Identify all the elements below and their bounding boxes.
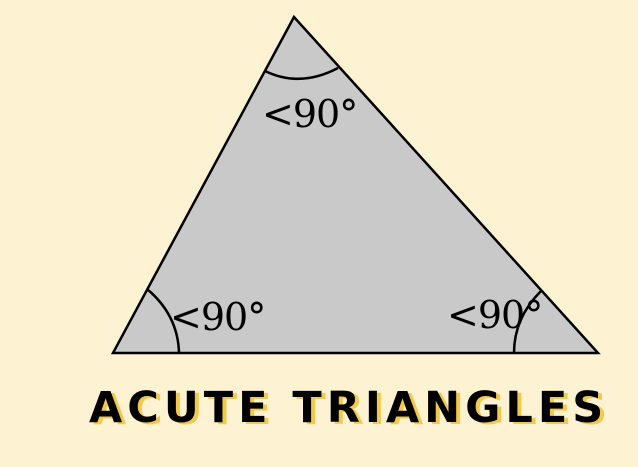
title: ACUTE TRIANGLES <box>89 383 608 433</box>
title-shadow: ACUTE TRIANGLES <box>93 385 612 435</box>
top-angle-label: <90° <box>262 92 357 136</box>
right-angle-label: <90° <box>447 293 542 337</box>
left-angle-label: <90° <box>170 295 265 339</box>
right-angle-arc <box>512 290 542 354</box>
triangle <box>110 14 601 355</box>
left-angle-arc <box>146 288 181 354</box>
top-angle-arc <box>264 66 339 81</box>
